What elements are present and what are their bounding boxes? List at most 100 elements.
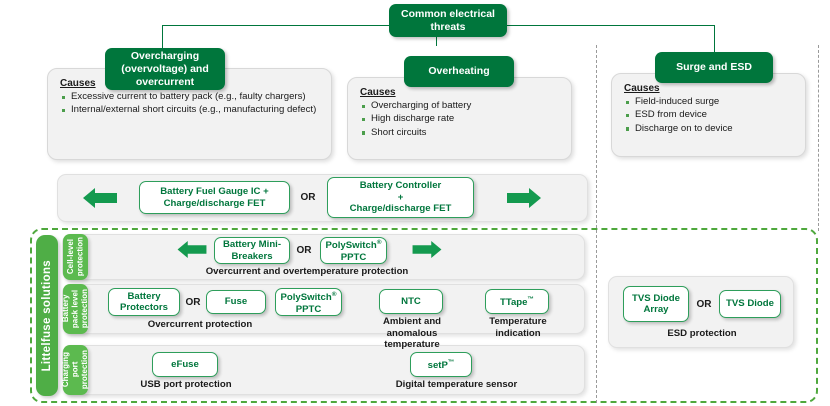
product-box-tvs-diode[interactable]: TVS Diode [719, 290, 781, 318]
left-arrow-icon [83, 188, 117, 208]
left-arrow-icon-cell [177, 241, 207, 258]
controller-line3: Charge/discharge FET [349, 203, 452, 215]
efuse-label: eFuse [171, 358, 199, 370]
ttape-label: TTape™ [499, 296, 535, 309]
product-box-ntc[interactable]: NTC [379, 289, 443, 314]
connector-root-down [436, 36, 438, 46]
caption-esd-protection: ESD protection [640, 328, 764, 340]
band-charging-port [62, 345, 585, 395]
panel-overheating: Causes Overcharging of battery High disc… [347, 77, 572, 160]
connector-down-overcharging [162, 25, 164, 48]
rowlabel-charging-port: Charging port protection [61, 345, 90, 395]
or-label-esd: OR [692, 286, 716, 322]
cause-item: Short circuits [362, 127, 565, 139]
causes-list-overcharging: Excessive current to battery pack (e.g.,… [58, 91, 325, 118]
caption-line2: anomalous temperature [384, 327, 440, 351]
product-box-setp[interactable]: setP™ [410, 352, 472, 377]
controller-line1: Battery Controller [359, 180, 442, 192]
caption-text: Overcurrent protection [147, 319, 253, 330]
root-threat-label: Common electrical threats [401, 7, 495, 33]
product-box-battery-protectors[interactable]: Battery Protectors [108, 288, 180, 316]
causes-heading-overcharging: Causes [60, 78, 96, 89]
caption-ambient-anomalous: Ambient and anomalous temperature [358, 316, 466, 351]
threat-label-surge-esd: Surge and ESD [676, 61, 752, 73]
cause-item: Discharge on to device [626, 123, 799, 135]
product-box-fuel-gauge[interactable]: Battery Fuel Gauge IC + Charge/discharge… [139, 181, 290, 214]
tvs-array-line2: Array [643, 304, 669, 315]
polyswitch-line2: PPTC [340, 252, 367, 264]
caption-line2: indication [495, 327, 541, 339]
or-text: OR [185, 296, 201, 308]
or-label-pack-level: OR [182, 288, 204, 316]
product-box-ttape[interactable]: TTape™ [485, 289, 549, 314]
product-box-tvs-diode-array[interactable]: TVS Diode Array [623, 286, 689, 322]
caption-usb-port-protection: USB port protection [124, 379, 248, 391]
right-arrow-icon [507, 188, 541, 208]
threat-label-overcharging: Overcharging (overvoltage) and overcurre… [121, 49, 209, 88]
littelfuse-sidebar: Littelfuse solutions [36, 235, 58, 396]
cause-item: Field-induced surge [626, 96, 799, 108]
separator-threats-middle [596, 45, 597, 403]
rowlabel-cell-level: Cell-level protection [63, 234, 88, 280]
product-box-battery-controller[interactable]: Battery Controller + Charge/discharge FE… [327, 177, 474, 218]
causes-heading-overheating: Causes [360, 87, 396, 98]
threat-label-overheating: Overheating [428, 65, 490, 77]
battery-protectors-line2: Protectors [120, 302, 168, 313]
or-text: OR [696, 298, 712, 310]
caption-text: USB port protection [140, 379, 232, 390]
setp-label: setP™ [427, 359, 455, 372]
battery-protectors-line1: Battery [127, 290, 161, 302]
rowlabel-cell-level-text: Cell-level protection [66, 237, 85, 277]
polyswitch-line2: PPTC [295, 303, 322, 315]
caption-overcurrent-protection: Overcurrent protection [105, 319, 295, 331]
fuel-gauge-line1: Battery Fuel Gauge IC + [160, 186, 269, 197]
threat-pill-surge-esd[interactable]: Surge and ESD [655, 52, 773, 83]
product-box-battery-mini-breakers[interactable]: Battery Mini-Breakers [214, 237, 290, 264]
causes-list-surge: Field-induced surge ESD from device Disc… [622, 96, 799, 136]
littelfuse-sidebar-label: Littelfuse solutions [41, 259, 53, 372]
caption-cell-level: Overcurrent and overtemperature protecti… [182, 266, 432, 278]
or-text: OR [300, 192, 316, 203]
or-label-cell-level: OR [292, 237, 316, 264]
root-threat-pill[interactable]: Common electrical threats [389, 4, 507, 37]
cause-item: Overcharging of battery [362, 100, 565, 112]
caption-text: ESD protection [667, 328, 737, 339]
fuse-label: Fuse [224, 296, 248, 308]
tvs-array-line1: TVS Diode [632, 292, 680, 304]
separator-threats-right [818, 45, 819, 231]
threat-pill-overheating[interactable]: Overheating [404, 56, 514, 87]
caption-line1: Temperature [489, 316, 547, 327]
mini-breakers-label: Battery Mini-Breakers [222, 239, 282, 262]
product-box-efuse[interactable]: eFuse [152, 352, 218, 377]
ntc-label: NTC [401, 295, 421, 307]
product-box-polyswitch-cell[interactable]: PolySwitch® PPTC [320, 237, 387, 264]
right-arrow-icon-cell [412, 241, 442, 258]
fuel-gauge-line2: Charge/discharge FET [163, 197, 266, 209]
threat-pill-overcharging[interactable]: Overcharging (overvoltage) and overcurre… [105, 48, 225, 90]
cause-item: Excessive current to battery pack (e.g.,… [62, 91, 325, 103]
rowlabel-battery-pack-text: Battery pack level protection [61, 289, 90, 329]
product-box-polyswitch-pack[interactable]: PolySwitch® PPTC [275, 288, 342, 316]
or-label-controller: OR [296, 181, 320, 214]
rowlabel-battery-pack-level: Battery pack level protection [61, 284, 90, 334]
caption-text: Overcurrent and overtemperature protecti… [205, 266, 409, 277]
connector-down-surge [714, 25, 716, 52]
or-text: OR [296, 245, 312, 256]
caption-temperature-indication: Temperature indication [482, 316, 554, 339]
cause-item: High discharge rate [362, 113, 565, 125]
panel-surge-esd: Causes Field-induced surge ESD from devi… [611, 73, 806, 157]
causes-list-overheating: Overcharging of battery High discharge r… [358, 100, 565, 140]
caption-text: Digital temperature sensor [395, 379, 518, 390]
caption-digital-temperature-sensor: Digital temperature sensor [378, 379, 535, 391]
cause-item: Internal/external short circuits (e.g., … [62, 104, 325, 116]
product-box-fuse[interactable]: Fuse [206, 290, 266, 314]
tvs-diode-label: TVS Diode [726, 298, 774, 310]
causes-heading-surge: Causes [624, 83, 660, 94]
polyswitch-line1: PolySwitch® [325, 239, 382, 252]
rowlabel-charging-port-text: Charging port protection [61, 350, 90, 390]
cause-item: ESD from device [626, 109, 799, 121]
littelfuse-region [30, 228, 818, 403]
caption-line1: Ambient and [382, 316, 442, 327]
polyswitch-line1: PolySwitch® [280, 290, 337, 304]
